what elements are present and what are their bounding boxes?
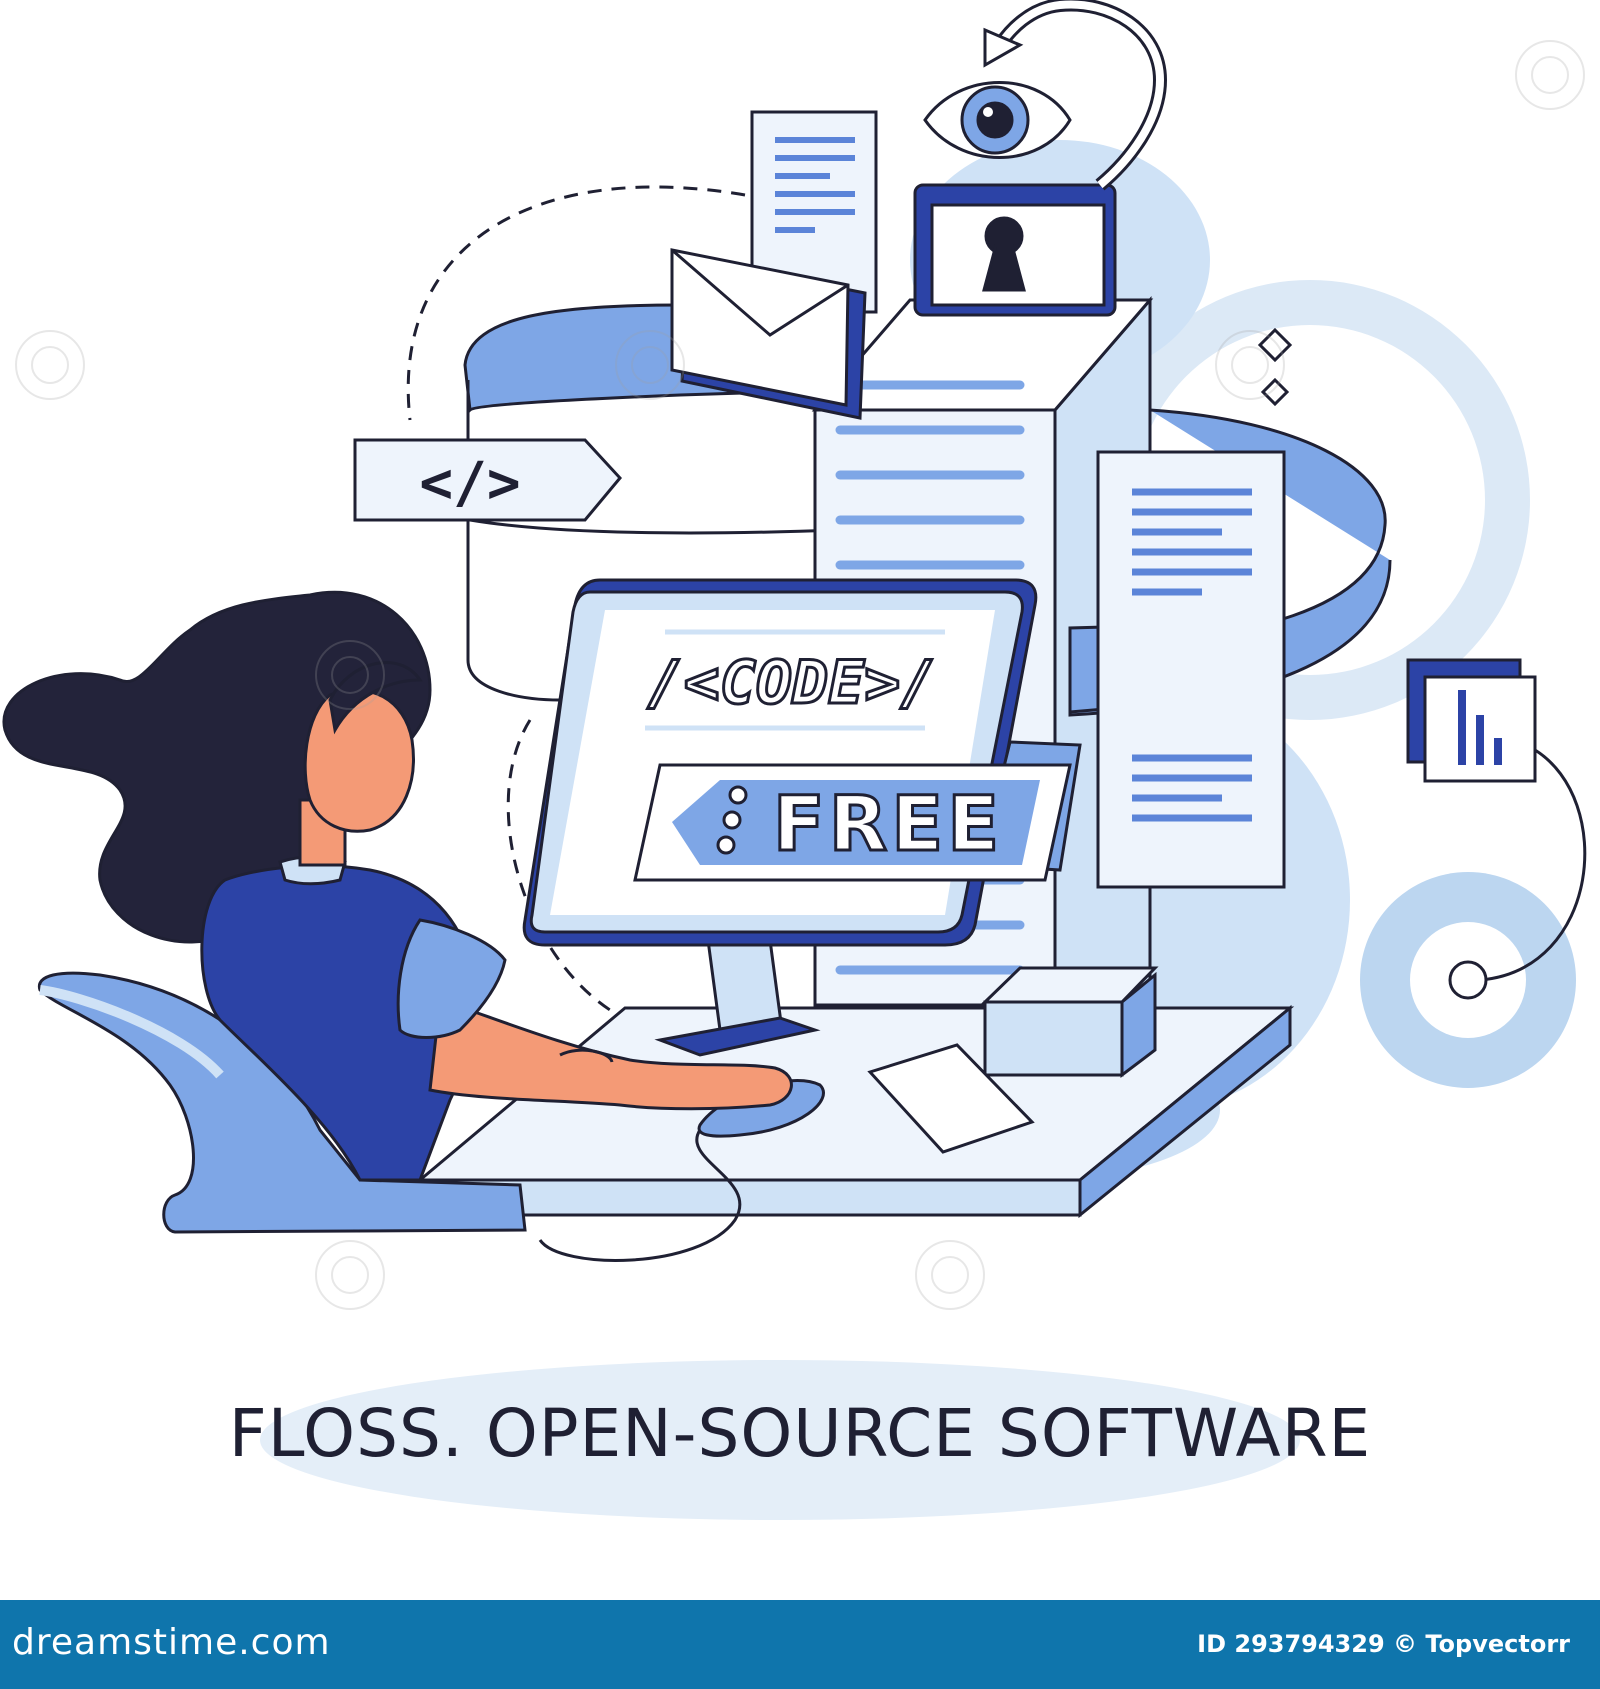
footer-image-id: ID 293794329 © Topvectorr xyxy=(1197,1630,1570,1658)
monitor-stand xyxy=(654,938,821,1057)
bar-chart-icon xyxy=(1406,658,1587,1000)
document-icon xyxy=(1096,450,1286,889)
screen-code-text: /<CODE>/ xyxy=(648,648,937,718)
code-tag-icon: </> xyxy=(353,438,622,522)
dashed-connector xyxy=(406,185,746,1012)
floss-illustration: </> /<CODE>/ xyxy=(2,0,1587,1520)
free-label: FREE xyxy=(773,779,1003,868)
chair xyxy=(37,971,527,1234)
code-tag-text: </> xyxy=(419,451,520,516)
footer-brand[interactable]: dreamstime.com xyxy=(12,1622,331,1663)
monitor xyxy=(522,578,1038,947)
sparkle-diamonds xyxy=(1257,327,1293,407)
woman-at-computer xyxy=(2,590,793,1182)
desk-box xyxy=(981,966,1159,1079)
free-banner xyxy=(633,740,1082,882)
desk-paper xyxy=(867,1043,1035,1154)
page-title: FLOSS. OPEN-SOURCE SOFTWARE xyxy=(228,1395,1372,1472)
padlock-icon xyxy=(913,0,1168,317)
footer-bar: dreamstime.com ID 293794329 © Topvectorr xyxy=(0,1600,1600,1689)
watermark-overlay xyxy=(15,40,1585,1310)
eye-icon xyxy=(923,81,1072,159)
envelope-icon xyxy=(670,248,867,420)
